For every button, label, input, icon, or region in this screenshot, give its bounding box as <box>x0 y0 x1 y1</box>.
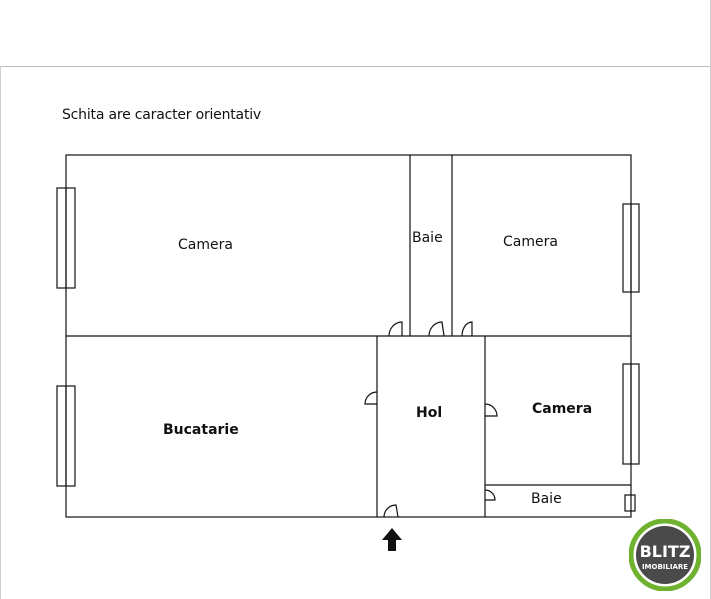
logo-brand-text: BLITZ <box>640 542 691 561</box>
door-swing-bucatarie <box>364 391 378 405</box>
door-swing-baie-top <box>428 321 445 337</box>
room-label-camera-top-left: Camera <box>178 237 233 253</box>
room-label-camera-mid-right: Camera <box>532 401 592 417</box>
door-swing-entrance <box>383 504 399 518</box>
top-blank-strip <box>0 0 711 67</box>
room-label-baie-bottom: Baie <box>531 491 562 507</box>
door-swing-baie-bottom <box>484 489 496 501</box>
window-baie-bottom <box>624 494 636 512</box>
blitz-logo: BLITZ IMOBILIARE <box>629 519 701 591</box>
room-label-bucatarie: Bucatarie <box>163 422 239 438</box>
logo-subtitle-text: IMOBILIARE <box>642 563 688 571</box>
room-label-camera-top-right: Camera <box>503 234 558 250</box>
disclaimer-note: Schita are caracter orientativ <box>62 107 262 123</box>
door-swing-camera-mid <box>484 403 498 417</box>
left-border <box>0 66 1 599</box>
room-label-baie-top: Baie <box>412 230 443 246</box>
room-label-hol: Hol <box>416 405 442 421</box>
door-swing-camera-left <box>388 321 403 337</box>
logo-inner-disc <box>636 526 694 584</box>
door-swing-camera-right <box>461 321 473 337</box>
arrow-up-icon <box>382 528 402 551</box>
